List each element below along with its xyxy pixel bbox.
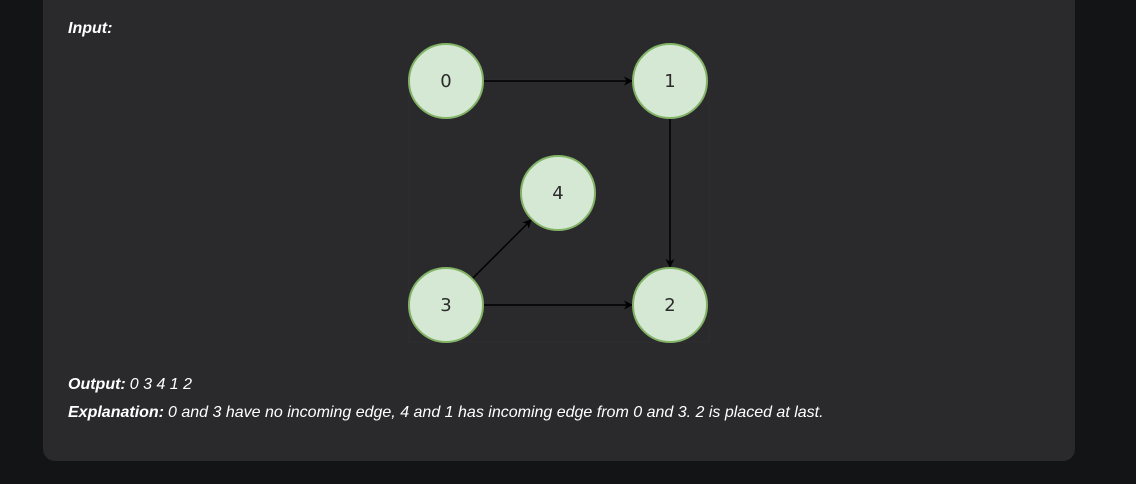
output-line: Output:0 3 4 1 2 [68,376,192,394]
explanation-line: Explanation:0 and 3 have no incoming edg… [68,404,824,422]
output-value: 0 3 4 1 2 [129,376,193,393]
node-circle-3 [408,267,484,343]
explanation-label: Explanation: [68,404,165,421]
node-label-2: 2 [664,295,675,316]
node-circle-4 [520,155,596,231]
graph-node-4: 4 [520,155,596,231]
output-label: Output: [68,376,126,393]
edges-layer [471,76,675,310]
nodes-layer: 0 1 2 3 4 [408,43,708,343]
node-label-1: 1 [664,71,675,92]
graph-frame [408,79,710,343]
node-label-3: 3 [440,295,451,316]
graph-node-3: 3 [408,267,484,343]
edge-3-to-4 [471,219,532,280]
input-label-text: Input: [68,20,113,37]
input-label: Input: [68,20,116,38]
graph-node-2: 2 [632,267,708,343]
node-circle-0 [408,43,484,119]
node-label-0: 0 [440,71,451,92]
node-circle-2 [632,267,708,343]
node-label-4: 4 [552,183,563,204]
graph-node-0: 0 [408,43,484,119]
explanation-value: 0 and 3 have no incoming edge, 4 and 1 h… [168,404,824,421]
graph-node-1: 1 [632,43,708,119]
node-circle-1 [632,43,708,119]
